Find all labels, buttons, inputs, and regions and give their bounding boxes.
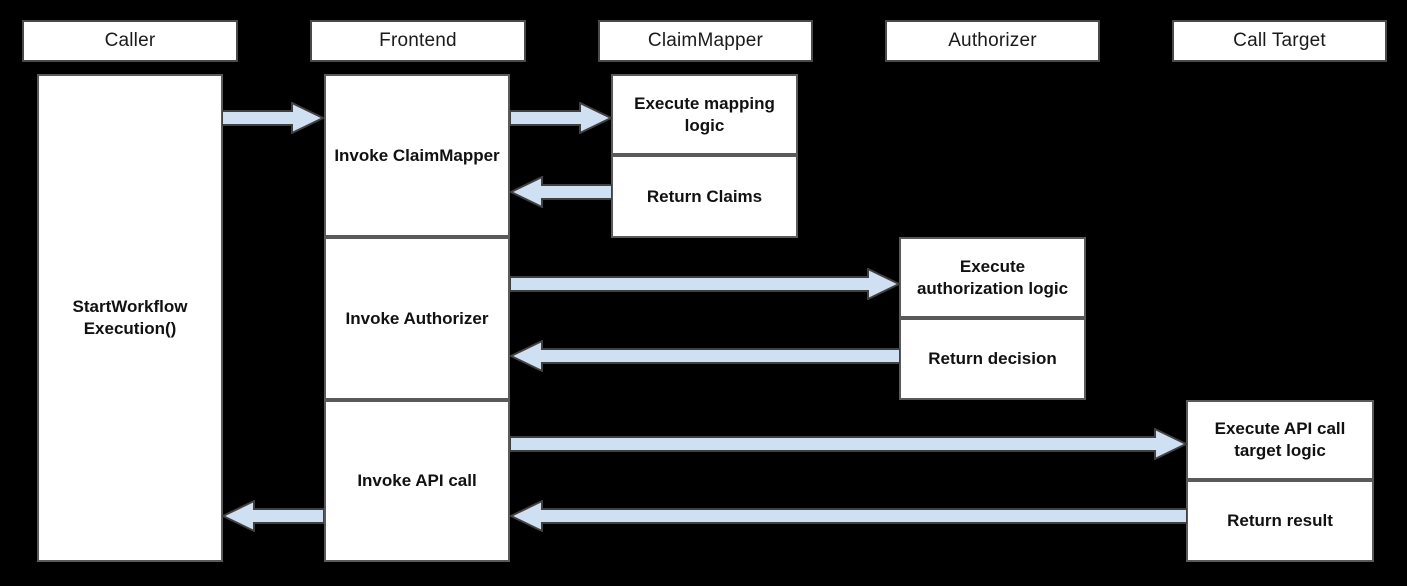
activation-return-result: Return result (1186, 480, 1374, 562)
lane-header-caller-label: Caller (104, 30, 156, 51)
lane-header-frontend: Frontend (310, 20, 526, 62)
arrow-caller-to-frontend (222, 102, 324, 134)
arrow-frontend-to-authorizer (510, 268, 900, 300)
lane-header-claimmapper-label: ClaimMapper (647, 30, 764, 51)
activation-invoke-api-call-label: Invoke API call (357, 471, 477, 491)
activation-return-claims: Return Claims (611, 155, 798, 238)
activation-return-decision-label: Return decision (928, 349, 1057, 369)
activation-return-decision: Return decision (899, 318, 1086, 400)
activation-return-result-label: Return result (1227, 511, 1333, 531)
activation-start-workflow-execution: StartWorkflow Execution() (37, 74, 223, 562)
lane-header-claimmapper: ClaimMapper (598, 20, 813, 62)
activation-invoke-claimmapper-label: Invoke ClaimMapper (334, 145, 500, 165)
activation-execute-mapping-logic-label: Execute mapping logic (634, 93, 775, 135)
activation-execute-authorization-logic-label: Execute authorization logic (916, 256, 1069, 298)
activation-invoke-api-call: Invoke API call (324, 400, 510, 562)
activation-start-workflow-execution-label: StartWorkflow Execution() (72, 297, 188, 338)
activation-execute-api-call-target-logic-label: Execute API call target logic (1214, 419, 1346, 460)
activation-return-claims-label: Return Claims (646, 186, 763, 206)
lane-header-authorizer-label: Authorizer (948, 30, 1037, 51)
arrow-frontend-to-caller (222, 500, 324, 532)
lane-header-calltarget: Call Target (1172, 20, 1387, 62)
lane-header-caller: Caller (22, 20, 238, 62)
arrow-frontend-to-claimmapper (510, 102, 612, 134)
activation-execute-authorization-logic: Execute authorization logic (899, 237, 1086, 318)
activation-execute-mapping-logic: Execute mapping logic (611, 74, 798, 155)
activation-invoke-claimmapper: Invoke ClaimMapper (324, 74, 510, 237)
arrow-calltarget-to-frontend (510, 500, 1187, 532)
arrow-frontend-to-calltarget (510, 428, 1187, 460)
activation-invoke-authorizer: Invoke Authorizer (324, 237, 510, 400)
lane-header-frontend-label: Frontend (379, 30, 457, 51)
lane-header-calltarget-label: Call Target (1233, 30, 1326, 51)
lane-header-authorizer: Authorizer (885, 20, 1100, 62)
activation-invoke-authorizer-label: Invoke Authorizer (345, 308, 489, 328)
arrow-claimmapper-to-frontend (510, 176, 612, 208)
arrow-authorizer-to-frontend (510, 340, 900, 372)
activation-execute-api-call-target-logic: Execute API call target logic (1186, 400, 1374, 480)
